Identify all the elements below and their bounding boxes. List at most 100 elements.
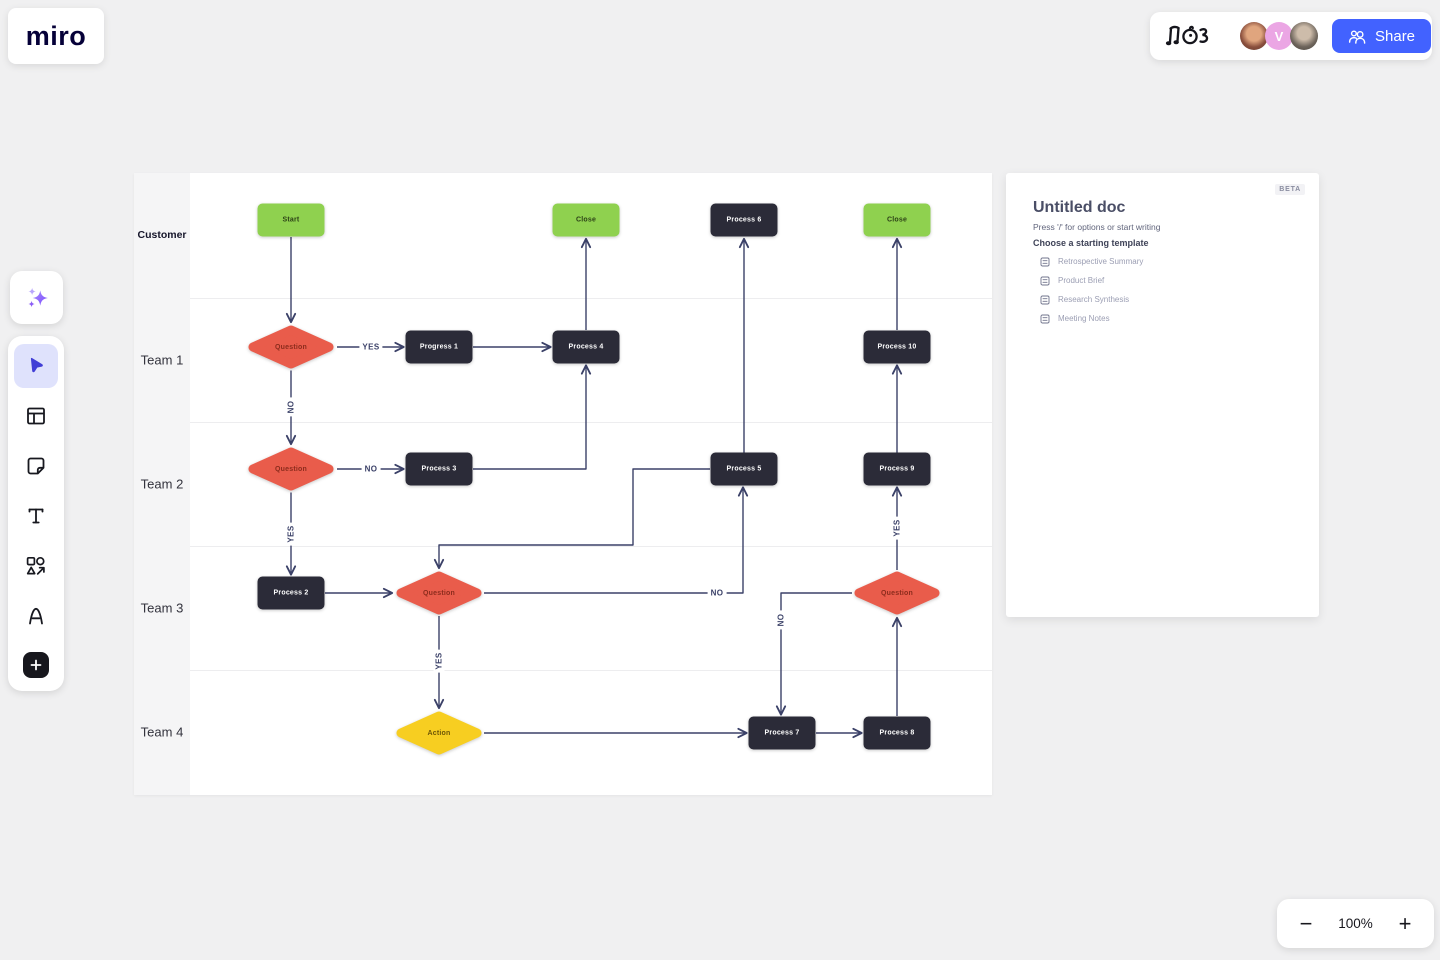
- node-process-9[interactable]: Process 9: [863, 452, 931, 486]
- diamond-shape: [248, 447, 334, 491]
- share-label: Share: [1375, 27, 1416, 45]
- lane-divider: [190, 669, 992, 671]
- node-start[interactable]: Start: [257, 203, 325, 237]
- node-close-2[interactable]: Close: [863, 203, 931, 237]
- plus-icon: [30, 659, 42, 671]
- edge-label-question-1-yes: YES: [359, 341, 383, 353]
- diamond-shape: [396, 571, 482, 615]
- edge-label-question-1-no: NO: [285, 397, 297, 417]
- header-card: V Share: [1150, 12, 1432, 60]
- template-item-label: Retrospective Summary: [1058, 257, 1144, 266]
- sticky-note-icon: [27, 457, 45, 475]
- doc-panel: BETA Untitled doc Press '/' for options …: [1006, 173, 1319, 617]
- doc-title[interactable]: Untitled doc: [1033, 199, 1126, 216]
- text-tool[interactable]: [14, 494, 58, 538]
- edge-label-question-3-yes: YES: [433, 649, 445, 673]
- miro-logo: miro: [25, 20, 87, 51]
- edge-label-question-2-yes: YES: [285, 522, 297, 546]
- node-process-8[interactable]: Process 8: [863, 716, 931, 750]
- template-doc-icon: [1040, 257, 1050, 266]
- edge-question-3-to-process-5[interactable]: [484, 486, 749, 594]
- zoom-controls: − 100% +: [1277, 899, 1434, 948]
- node-process-2[interactable]: Process 2: [257, 576, 325, 610]
- sticky-note-tool[interactable]: [14, 444, 58, 488]
- shapes-icon: [26, 556, 45, 575]
- edge-process-5-to-question-3[interactable]: [433, 468, 710, 570]
- lane-divider: [190, 421, 992, 423]
- shapes-tool[interactable]: [14, 544, 58, 588]
- node-question-3[interactable]: Question: [394, 570, 484, 616]
- node-close-1[interactable]: Close: [552, 203, 620, 237]
- cursor-icon: [30, 357, 43, 373]
- node-label: Question: [423, 589, 455, 597]
- node-process-6[interactable]: Process 6: [710, 203, 778, 237]
- zoom-in-button[interactable]: +: [1390, 909, 1420, 939]
- ai-assist-button[interactable]: [10, 271, 63, 324]
- node-process-7[interactable]: Process 7: [748, 716, 816, 750]
- template-item-label: Research Synthesis: [1058, 295, 1130, 304]
- tool-palette: [8, 336, 64, 691]
- lane-label-team-3: Team 3: [140, 600, 184, 616]
- edge-question-4-to-process-7[interactable]: [775, 592, 852, 716]
- node-label: Question: [275, 465, 307, 473]
- diamond-shape: [248, 325, 334, 369]
- avatar[interactable]: [1290, 22, 1318, 50]
- lane-label-team-1: Team 1: [140, 352, 184, 368]
- doc-hint: Press '/' for options or start writing: [1033, 222, 1161, 232]
- pen-tool[interactable]: [14, 594, 58, 638]
- avatar[interactable]: [1240, 22, 1268, 50]
- edge-process-3-to-process-4[interactable]: [473, 364, 592, 470]
- zoom-out-button[interactable]: −: [1291, 909, 1321, 939]
- template-item-product-brief[interactable]: Product Brief: [1040, 271, 1299, 290]
- edge-label-question-4-yes: YES: [891, 516, 903, 540]
- node-question-4[interactable]: Question: [852, 570, 942, 616]
- node-process-4[interactable]: Process 4: [552, 330, 620, 364]
- pen-icon: [29, 607, 43, 625]
- lane-label-customer: Customer: [137, 229, 187, 241]
- node-label: Action: [427, 729, 451, 737]
- template-item-retrospective-summary[interactable]: Retrospective Summary: [1040, 252, 1299, 271]
- zoom-level[interactable]: 100%: [1338, 916, 1373, 931]
- select-tool[interactable]: [14, 344, 58, 388]
- diamond-shape: [396, 711, 482, 755]
- beta-badge: BETA: [1275, 184, 1305, 195]
- lane-label-team-2: Team 2: [140, 476, 184, 492]
- template-doc-icon: [1040, 314, 1050, 323]
- node-progress-1[interactable]: Progress 1: [405, 330, 473, 364]
- templates-heading: Choose a starting template: [1033, 238, 1149, 248]
- node-action[interactable]: Action: [394, 710, 484, 756]
- add-tool-button[interactable]: [23, 652, 49, 678]
- node-label: Question: [881, 589, 913, 597]
- node-process-5[interactable]: Process 5: [710, 452, 778, 486]
- template-item-meeting-notes[interactable]: Meeting Notes: [1040, 309, 1299, 328]
- template-item-research-synthesis[interactable]: Research Synthesis: [1040, 290, 1299, 309]
- avatar[interactable]: V: [1265, 22, 1293, 50]
- doodle-music-notes: [1165, 25, 1209, 46]
- template-item-label: Meeting Notes: [1058, 314, 1110, 323]
- edge-label-question-2-no: NO: [361, 463, 381, 475]
- node-label: Question: [275, 343, 307, 351]
- lane-divider: [190, 297, 992, 299]
- text-icon: [28, 508, 44, 524]
- node-question-2[interactable]: Question: [246, 446, 336, 492]
- share-button[interactable]: Share: [1332, 19, 1432, 53]
- node-process-3[interactable]: Process 3: [405, 452, 473, 486]
- template-doc-icon: [1040, 276, 1050, 285]
- template-item-label: Product Brief: [1058, 276, 1105, 285]
- edge-label-question-3-no: NO: [707, 587, 727, 599]
- frame-icon: [27, 407, 45, 425]
- collaborator-avatars: V: [1240, 22, 1318, 50]
- sparkles-icon: [27, 287, 48, 307]
- lane-label-team-4: Team 4: [140, 724, 184, 740]
- node-process-10[interactable]: Process 10: [863, 330, 931, 364]
- template-doc-icon: [1040, 295, 1050, 304]
- node-question-1[interactable]: Question: [246, 324, 336, 370]
- lane-divider: [190, 545, 992, 547]
- lane-label-column: [134, 173, 190, 795]
- edge-label-question-4-no: NO: [775, 610, 787, 630]
- logo-card[interactable]: miro: [8, 8, 104, 64]
- frames-tool[interactable]: [14, 394, 58, 438]
